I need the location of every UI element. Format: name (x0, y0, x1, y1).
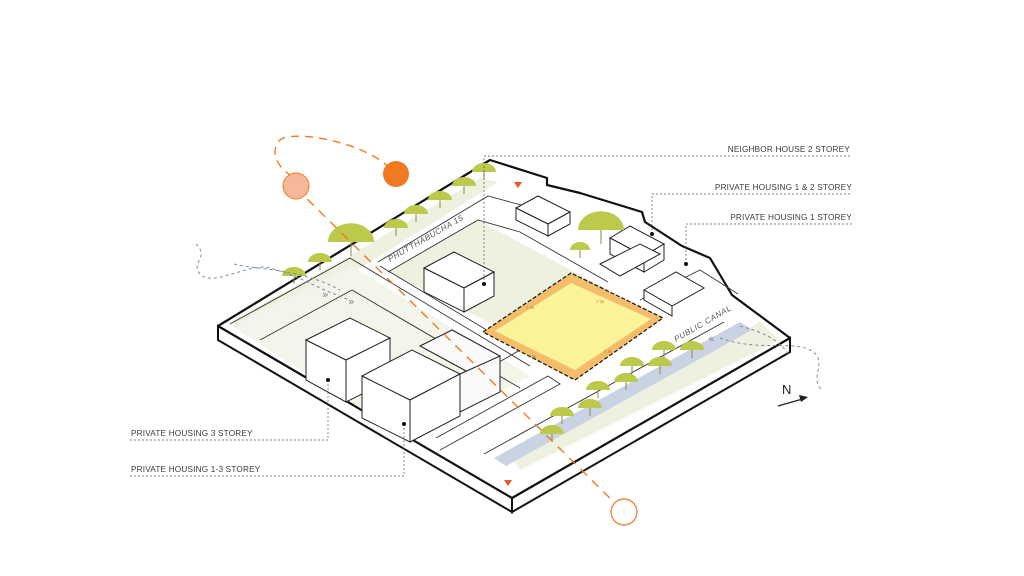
tree (308, 253, 332, 270)
tree (328, 223, 374, 256)
building-private-housing-1-2-storey (514, 195, 666, 277)
sun-morning-icon (282, 172, 310, 200)
leader-dot (684, 262, 688, 266)
wind-line-east-2 (739, 325, 791, 357)
wind-chevron-west-2-icon: » (348, 295, 355, 308)
tree (578, 399, 602, 416)
tree (620, 357, 644, 374)
tree (282, 267, 306, 284)
sun-path-line (295, 187, 621, 509)
leader-private-housing-1-3 (130, 424, 405, 477)
tree (550, 407, 574, 424)
site-plot (495, 283, 651, 370)
tree (652, 341, 676, 358)
leader-dot (326, 378, 330, 382)
leader-dot (402, 422, 406, 426)
building-private-housing-1-storey (642, 271, 706, 317)
wind-line-west (195, 243, 351, 301)
tree (578, 211, 624, 244)
sun-path-arc (274, 135, 391, 177)
road-line-6 (435, 375, 561, 451)
site-dim-ne: 7.78 (596, 299, 605, 304)
label-private-housing-1-3: PRIVATE HOUSING 1-3 STOREY (131, 465, 261, 474)
label-private-housing-3: PRIVATE HOUSING 3 STOREY (131, 429, 253, 438)
leader-private-housing-1-2 (651, 193, 852, 234)
tree (570, 242, 590, 258)
road-line-4 (387, 219, 609, 283)
building-private-housing-1-3-storey (360, 329, 502, 443)
site-dim-nw: 7.78 (526, 305, 535, 310)
leader-dot (650, 232, 654, 236)
north-label: N (782, 382, 791, 397)
tree (428, 191, 452, 208)
road-line-3 (377, 195, 526, 263)
sun-icon (383, 161, 409, 187)
north-arrow-icon (799, 395, 808, 402)
trees (282, 163, 704, 442)
label-private-housing-1: PRIVATE HOUSING 1 STOREY (730, 213, 852, 222)
site-dim-se: 7.75 (604, 349, 613, 354)
tree (614, 373, 638, 390)
wind-chevron-west-icon: » (322, 288, 329, 301)
marker-triangle-north (514, 182, 522, 188)
sun-evening-icon (610, 498, 638, 526)
tree (384, 219, 408, 236)
tree (648, 357, 672, 374)
tree (404, 205, 428, 222)
leader-private-housing-3 (130, 380, 329, 441)
site-dim-sw: 7.75 (528, 354, 537, 359)
ground-strip-canal-bank (510, 322, 780, 470)
marker-triangle-south (504, 480, 512, 486)
tree (452, 177, 476, 194)
tree (586, 381, 610, 398)
road-line-1 (229, 257, 531, 367)
wind-line-east (719, 337, 823, 391)
wind-chevron-east-icon: « (708, 332, 715, 345)
building-private-housing-3-storey (304, 317, 392, 403)
leader-neighbor-house (483, 155, 850, 284)
leader-dot (482, 282, 486, 286)
building-neighbor-house-2-storey (422, 251, 496, 313)
tree (680, 341, 704, 358)
label-private-housing-1-2: PRIVATE HOUSING 1 & 2 STOREY (715, 183, 852, 192)
label-neighbor-house: NEIGHBOR HOUSE 2 STOREY (728, 145, 851, 154)
wind-line-west-2 (233, 263, 341, 291)
leader-private-housing-1 (685, 223, 852, 264)
